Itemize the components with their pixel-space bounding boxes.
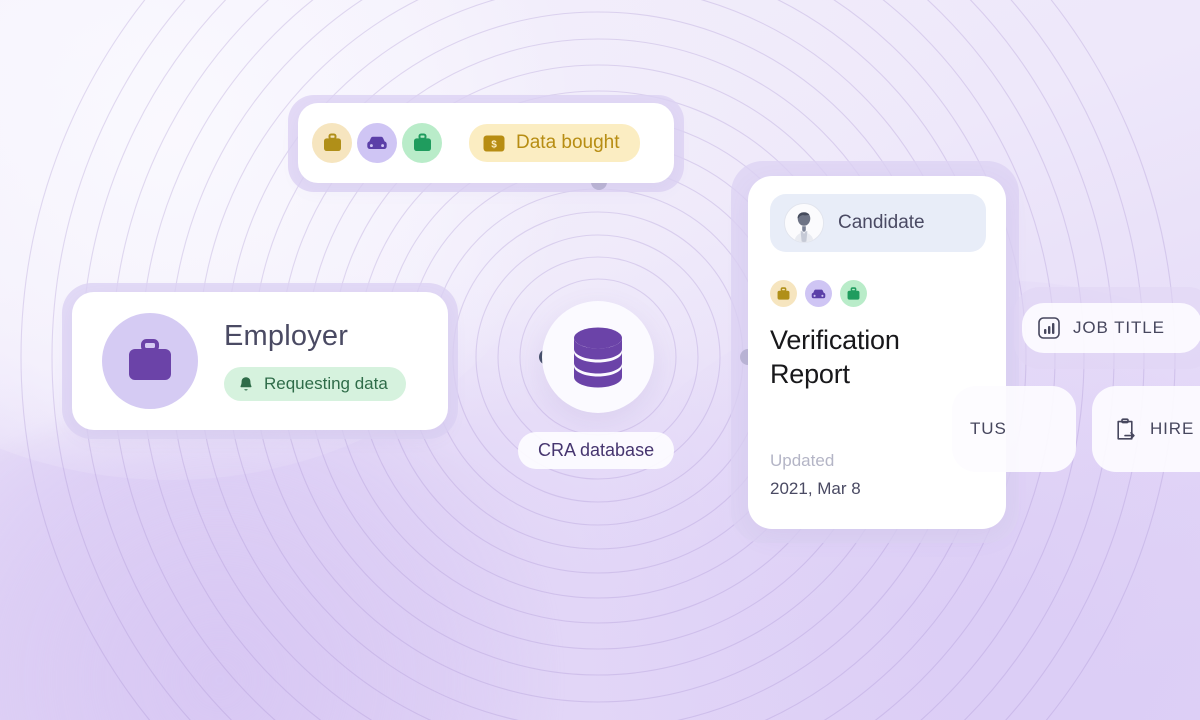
report-title: Verification Report — [770, 323, 986, 391]
employer-status-label: Requesting data — [264, 373, 388, 393]
job-title-label: JOB TITLE — [1073, 318, 1165, 337]
bell-icon — [240, 377, 252, 391]
data-bought-icon-car-lavender — [357, 123, 397, 163]
data-bought-label: Data bought — [516, 132, 620, 153]
briefcase-icon — [129, 339, 171, 380]
employer-title: Employer — [224, 320, 349, 353]
report-updated-date: 2021, Mar 8 — [770, 479, 861, 498]
employer-avatar — [102, 313, 198, 409]
svg-text:$: $ — [491, 139, 497, 150]
data-bought-badge[interactable]: $ Data bought — [469, 124, 640, 162]
person-avatar — [785, 204, 823, 242]
report-title-line1: Verification — [770, 325, 900, 355]
status-label: TUS — [970, 419, 1007, 438]
cra-database-label: CRA database — [518, 432, 675, 469]
employer-card[interactable]: Employer Requesting data — [72, 292, 448, 430]
job-title-card[interactable]: JOB TITLE — [1022, 303, 1200, 353]
verification-report-card[interactable]: Candidate — [748, 176, 1006, 529]
database-icon — [574, 327, 622, 388]
employer-status-badge[interactable]: Requesting data — [224, 366, 406, 401]
candidate-pill[interactable]: Candidate — [770, 194, 986, 252]
car-icon — [367, 136, 387, 149]
report-updated-label: Updated — [770, 451, 835, 470]
money-icon: $ — [483, 135, 505, 151]
clipboard-arrow-icon — [1117, 417, 1135, 440]
data-bought-icon-briefcase-tan — [312, 123, 352, 163]
candidate-label: Candidate — [838, 212, 925, 233]
briefcase-icon — [777, 286, 790, 300]
status-card[interactable]: TUS — [952, 386, 1076, 472]
report-chip-briefcase-green — [840, 280, 867, 307]
report-chip-row — [770, 280, 986, 307]
cra-database-node[interactable] — [542, 301, 654, 413]
report-chip-briefcase-tan — [770, 280, 797, 307]
hire-card[interactable]: HIRE — [1092, 386, 1200, 472]
car-icon — [811, 289, 826, 298]
hire-label: HIRE — [1150, 419, 1195, 438]
avatar — [784, 203, 824, 243]
briefcase-icon — [323, 133, 341, 151]
employer-text-block: Employer Requesting data — [224, 320, 406, 401]
briefcase-icon — [847, 286, 860, 300]
briefcase-icon — [413, 133, 431, 151]
data-bought-icon-briefcase-green — [402, 123, 442, 163]
data-bought-card[interactable]: $ Data bought — [298, 103, 674, 183]
report-chip-car-lavender — [805, 280, 832, 307]
report-title-line2: Report — [770, 359, 850, 390]
bar-chart-icon — [1038, 317, 1060, 339]
